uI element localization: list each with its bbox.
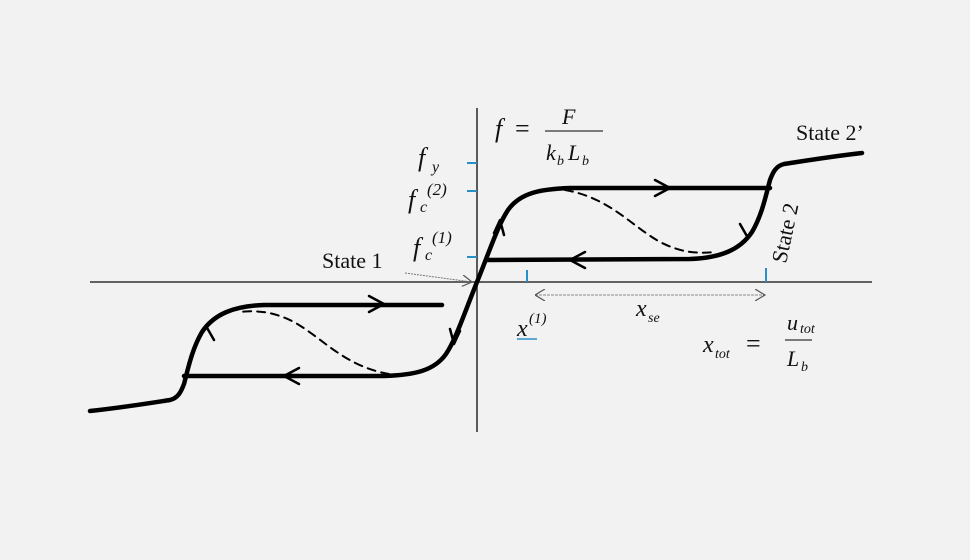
svg-text:k: k (546, 140, 557, 165)
svg-text:L: L (567, 140, 580, 165)
state-1-pointer-arrow (404, 272, 472, 282)
dashed-path (564, 189, 716, 254)
arrow-up-icon-left (196, 324, 216, 342)
curve-left (87, 279, 480, 414)
state-2-label: State 2 (766, 201, 803, 265)
svg-text:f: f (418, 143, 429, 172)
svg-text:f: f (408, 185, 419, 214)
arrow-up-icon (492, 218, 506, 237)
arrow-down-icon (738, 222, 758, 240)
fy-label: f y (418, 143, 440, 176)
svg-text:(1): (1) (432, 228, 452, 247)
svg-text:b: b (582, 154, 589, 169)
loading-branch-left (181, 279, 480, 379)
svg-text:f: f (495, 114, 506, 143)
svg-text:c: c (425, 247, 432, 264)
svg-text:=: = (515, 114, 530, 143)
x1-label: x (1) (516, 311, 547, 342)
svg-text:x: x (702, 332, 714, 358)
svg-text:F: F (561, 104, 576, 129)
svg-text:u: u (787, 310, 798, 335)
svg-text:se: se (648, 311, 660, 326)
arrow-left-icon (568, 250, 587, 270)
svg-text:b: b (557, 154, 564, 169)
svg-text:L: L (786, 346, 799, 371)
fc1-label: f c (1) (413, 228, 452, 264)
unloading-branch-left (87, 302, 445, 414)
xse-label: x se (635, 296, 660, 326)
state-2-prime-label: State 2’ (796, 120, 864, 145)
unloading-branch (484, 150, 865, 263)
svg-text:b: b (801, 360, 808, 375)
arrow-right-icon (653, 178, 672, 198)
svg-text:(2): (2) (427, 180, 447, 199)
svg-text:tot: tot (800, 322, 816, 337)
state-1-label: State 1 (322, 248, 383, 273)
svg-text:x: x (516, 316, 528, 342)
svg-text:c: c (420, 199, 427, 216)
svg-text:f: f (413, 233, 424, 262)
svg-text:tot: tot (715, 347, 731, 362)
f-definition: f = F k b L b (495, 104, 603, 169)
dashed-path-left (238, 310, 390, 375)
svg-text:y: y (430, 159, 440, 176)
svg-text:=: = (746, 329, 761, 358)
loading-branch (474, 185, 773, 285)
fc2-label: f c (2) (408, 180, 447, 216)
arrow-left-icon-left (282, 366, 301, 386)
svg-text:(1): (1) (529, 311, 547, 327)
xtot-definition: x tot = u tot L b (702, 310, 816, 375)
arrow-down-icon-left (448, 327, 462, 346)
arrow-right-icon-left (367, 294, 386, 314)
curve-right (474, 150, 865, 285)
svg-text:x: x (635, 296, 647, 322)
